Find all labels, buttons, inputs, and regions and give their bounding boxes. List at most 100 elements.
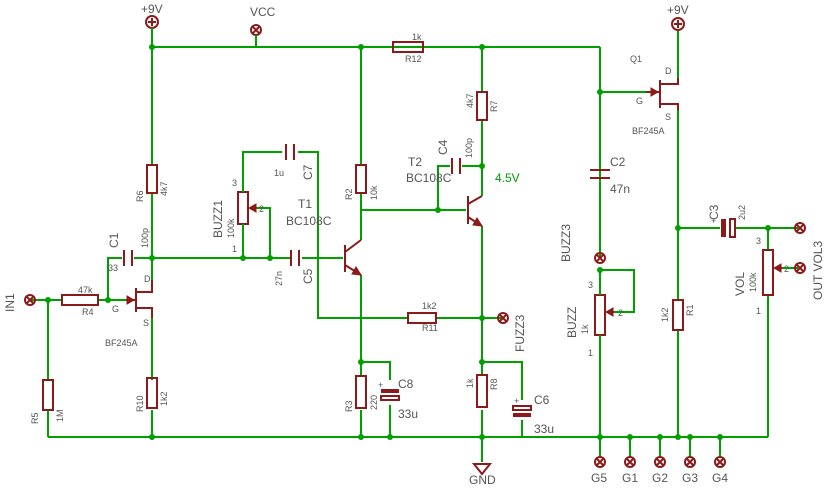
r10-name: R10 xyxy=(135,395,145,412)
c6-capacitor-icon: + xyxy=(512,396,532,417)
c7-capacitor-icon xyxy=(285,144,295,160)
r7-value: 4k7 xyxy=(465,93,475,108)
g2-pad-icon[interactable] xyxy=(654,456,666,468)
fuzz3-label: FUZZ3 xyxy=(513,314,527,352)
ground-symbol-icon xyxy=(471,463,493,476)
c5-name: C5 xyxy=(301,268,315,284)
g3-label: G3 xyxy=(682,471,698,485)
r3-name: R3 xyxy=(344,400,354,412)
r4-name: R4 xyxy=(82,307,94,317)
r6-name: R6 xyxy=(135,190,145,202)
q1-type: BF245A xyxy=(632,126,665,136)
q1-name: Q1 xyxy=(630,54,642,64)
t2-type: BC108C xyxy=(406,171,452,185)
jfet-left-g: G xyxy=(112,304,119,314)
g3-pad-icon[interactable] xyxy=(684,456,696,468)
r2-name: R2 xyxy=(344,188,354,200)
g1-label: G1 xyxy=(622,471,638,485)
buzz1-name: BUZZ1 xyxy=(211,200,225,238)
r3-resistor-icon xyxy=(355,375,367,409)
q1-s: S xyxy=(665,112,671,122)
r12-value: 1k xyxy=(412,32,422,42)
junction-dots xyxy=(45,44,771,440)
r12-resistor-icon xyxy=(392,41,424,53)
buzz-pot-icon xyxy=(594,290,614,340)
vcc-pad-icon[interactable] xyxy=(250,24,262,47)
vcc-label: VCC xyxy=(250,5,276,19)
buzz1-pin2: 2 xyxy=(259,204,264,214)
c5-value: 27n xyxy=(274,271,284,286)
r6-resistor-icon xyxy=(146,164,158,194)
buzz-name: BUZZ xyxy=(565,307,579,338)
vol2-pad-icon[interactable] xyxy=(794,262,806,274)
c4-name: C4 xyxy=(436,139,450,155)
wires xyxy=(30,30,798,462)
r11-resistor-icon xyxy=(407,312,437,324)
r8-name: R8 xyxy=(489,378,499,390)
r10-resistor-icon xyxy=(146,377,158,409)
buzz1-value: 100k xyxy=(226,218,236,238)
t2-transistor-icon xyxy=(467,195,483,227)
c2-value: 47n xyxy=(610,182,630,196)
r7-name: R7 xyxy=(489,100,499,112)
jfet-left-icon xyxy=(126,280,153,318)
vol-pin1: 1 xyxy=(756,306,761,316)
buzz-pin3: 3 xyxy=(588,280,593,290)
r2-value: 10k xyxy=(369,185,379,200)
buzz3-pad-icon[interactable] xyxy=(594,252,606,264)
supply-right-label: +9V xyxy=(667,3,689,17)
r4-resistor-icon xyxy=(61,294,99,306)
c6-name: C6 xyxy=(534,393,550,407)
vol-pin3: 3 xyxy=(756,236,761,246)
r6-value: 4k7 xyxy=(159,181,169,196)
r5-resistor-icon xyxy=(42,379,54,411)
c7-value: 1u xyxy=(274,168,284,178)
jfet-left-type: BF245A xyxy=(105,338,138,348)
t2-name: T2 xyxy=(408,155,422,169)
r7-resistor-icon xyxy=(476,91,488,121)
g5-pad-icon[interactable] xyxy=(594,456,606,468)
g1-pad-icon[interactable] xyxy=(624,456,636,468)
t1-transistor-icon xyxy=(344,239,362,276)
c2-capacitor-icon xyxy=(590,169,610,179)
buzz-pin2: 2 xyxy=(618,308,623,318)
in1-label: IN1 xyxy=(3,293,17,312)
g2-label: G2 xyxy=(652,471,668,485)
c3-plus: + xyxy=(711,216,716,226)
g4-label: G4 xyxy=(712,471,728,485)
g4-pad-icon[interactable] xyxy=(714,456,726,468)
c3-value: 2u2 xyxy=(737,205,747,220)
out-pad-icon[interactable] xyxy=(794,222,806,234)
voltage-label: 4.5V xyxy=(495,171,520,185)
fuzz3-pad-icon[interactable] xyxy=(497,312,509,324)
c3-capacitor-icon: + xyxy=(711,216,736,238)
c7-name: C7 xyxy=(301,164,315,180)
vol-value: 100k xyxy=(748,272,758,292)
c5-capacitor-icon xyxy=(290,250,300,266)
vol-pot-icon xyxy=(762,249,782,296)
r5-value: 1M xyxy=(55,409,65,422)
vol-name: VOL xyxy=(733,272,747,296)
in1-pad-icon[interactable] xyxy=(24,294,36,306)
c1-extra: 33 xyxy=(108,263,118,273)
q1-jfet-icon xyxy=(646,78,679,110)
r8-resistor-icon xyxy=(476,374,488,408)
t1-type: BC108C xyxy=(286,214,332,228)
supply-left-icon xyxy=(145,15,159,47)
r5-name: R5 xyxy=(30,412,40,424)
vol-pin2: 2 xyxy=(784,264,789,274)
r1-value: 1k2 xyxy=(660,307,670,322)
gnd-label: GND xyxy=(469,473,496,487)
c1-name: C1 xyxy=(107,232,121,248)
supply-right-icon xyxy=(671,17,685,31)
r11-name: R11 xyxy=(422,323,438,333)
buzz3-label: BUZZ3 xyxy=(559,224,573,262)
r2-resistor-icon xyxy=(355,164,367,194)
buzz-pin1: 1 xyxy=(588,348,593,358)
r1-resistor-icon xyxy=(672,299,684,331)
r4-value: 47k xyxy=(78,285,93,295)
r1-name: R1 xyxy=(685,304,695,316)
c8-value: 33u xyxy=(398,407,418,421)
buzz1-pin1: 1 xyxy=(232,244,237,254)
